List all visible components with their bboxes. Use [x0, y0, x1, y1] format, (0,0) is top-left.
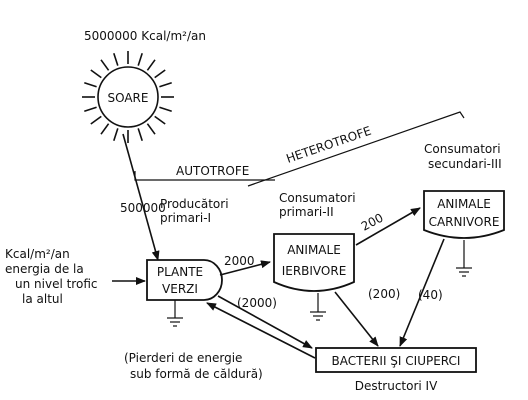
autotrophs-label: AUTOTROFE [176, 164, 249, 178]
sun-ray [159, 106, 172, 112]
sun-energy-label: 5000000 Kcal/m²/an [84, 29, 206, 43]
herbivores-name-line2: IERBIVORE [282, 264, 347, 278]
arrow-plants-to-decomposers [217, 295, 313, 349]
sun-ray [146, 123, 156, 135]
sun-rays [82, 51, 174, 143]
herbivores-node: Consumatori primari-II ANIMALE IERBIVORE [273, 191, 356, 321]
carnivores-role-line1: Consumatori [424, 142, 501, 156]
herbivores-role-line1: Consumatori [279, 191, 356, 205]
arrow-plants-to-herbivores [219, 260, 271, 276]
transfer-note-line2: energia de la [5, 262, 84, 276]
sun-ray [100, 59, 110, 71]
sun-ray [154, 115, 166, 125]
transfer-note-line4: la altul [22, 292, 63, 306]
carnivores-name-line2: CARNIVORE [429, 215, 500, 229]
heterotrophs-label: HETEROTROFE [284, 124, 373, 166]
arrow-sun-to-plants [122, 133, 160, 261]
decomposers-role: Destructori IV [355, 379, 438, 393]
sun-ray [90, 115, 102, 125]
flow-label-sun-to-plants: 500000 [120, 201, 166, 215]
sun-ray [113, 128, 119, 141]
plants-name-line1: PLANTE [157, 265, 203, 279]
plants-role-line1: Producători [160, 197, 229, 211]
transfer-note: Kcal/m²/an energia de la un nivel trofic… [5, 247, 146, 306]
sun-ray [84, 106, 97, 112]
carnivores-name-line1: ANIMALE [437, 197, 491, 211]
sun: 5000000 Kcal/m²/an SOARE [82, 29, 206, 143]
herbivores-name-line1: ANIMALE [287, 243, 341, 257]
flow-label-decomposers-to-plants: (2000) [237, 296, 277, 310]
plants-role-line2: primari-I [160, 211, 211, 225]
arrow-herbivores-to-carnivores [355, 207, 421, 246]
sun-name: SOARE [108, 91, 149, 105]
plants-box [146, 259, 223, 301]
transfer-note-line3: un nivel trofic [15, 277, 97, 291]
sun-ray [137, 53, 143, 66]
arrow-decomposers-to-plants [206, 302, 316, 359]
autotrophs-bracket [134, 171, 275, 181]
arrow-carnivores-to-decomposers [399, 238, 445, 347]
heat-loss-line2: sub formă de căldură) [130, 367, 263, 381]
sun-ray [154, 69, 166, 79]
heat-loss-note: (Pierderi de energie sub formă de căldur… [124, 351, 263, 381]
herbivores-box [273, 233, 355, 292]
carnivores-node: Consumatori secundari-III ANIMALE CARNIV… [423, 142, 505, 277]
carnivores-role-line2: secundari-III [428, 157, 502, 171]
plants-name-line2: VERZI [162, 282, 198, 296]
flow-label-plants-to-herbivores: 2000 [224, 254, 255, 268]
sun-ray [90, 69, 102, 79]
sun-ray [84, 82, 97, 88]
decomposers-node: BACTERII ŞI CIUPERCI Destructori IV [315, 347, 477, 393]
sun-disc [97, 66, 159, 128]
carnivores-box [423, 190, 505, 239]
heat-loss-line1: (Pierderi de energie [124, 351, 242, 365]
flow-label-carnivores-to-decomposers: (40) [418, 288, 443, 302]
heterotrophs-bracket [247, 111, 465, 187]
sun-ray [113, 53, 119, 66]
arrow-herbivores-to-decomposers [334, 291, 379, 347]
plants-node: Producători primari-I PLANTE VERZI [146, 197, 229, 327]
flow-label-herbivores-to-decomposers: (200) [368, 287, 400, 301]
decomposers-box [315, 347, 477, 373]
transfer-note-line1: Kcal/m²/an [5, 247, 70, 261]
sun-ray [159, 82, 172, 88]
decomposers-name: BACTERII ŞI CIUPERCI [332, 354, 461, 368]
sun-ray [100, 123, 110, 135]
herbivores-role-line2: primari-II [279, 205, 334, 219]
sun-ray [137, 128, 143, 141]
sun-ray [146, 59, 156, 71]
